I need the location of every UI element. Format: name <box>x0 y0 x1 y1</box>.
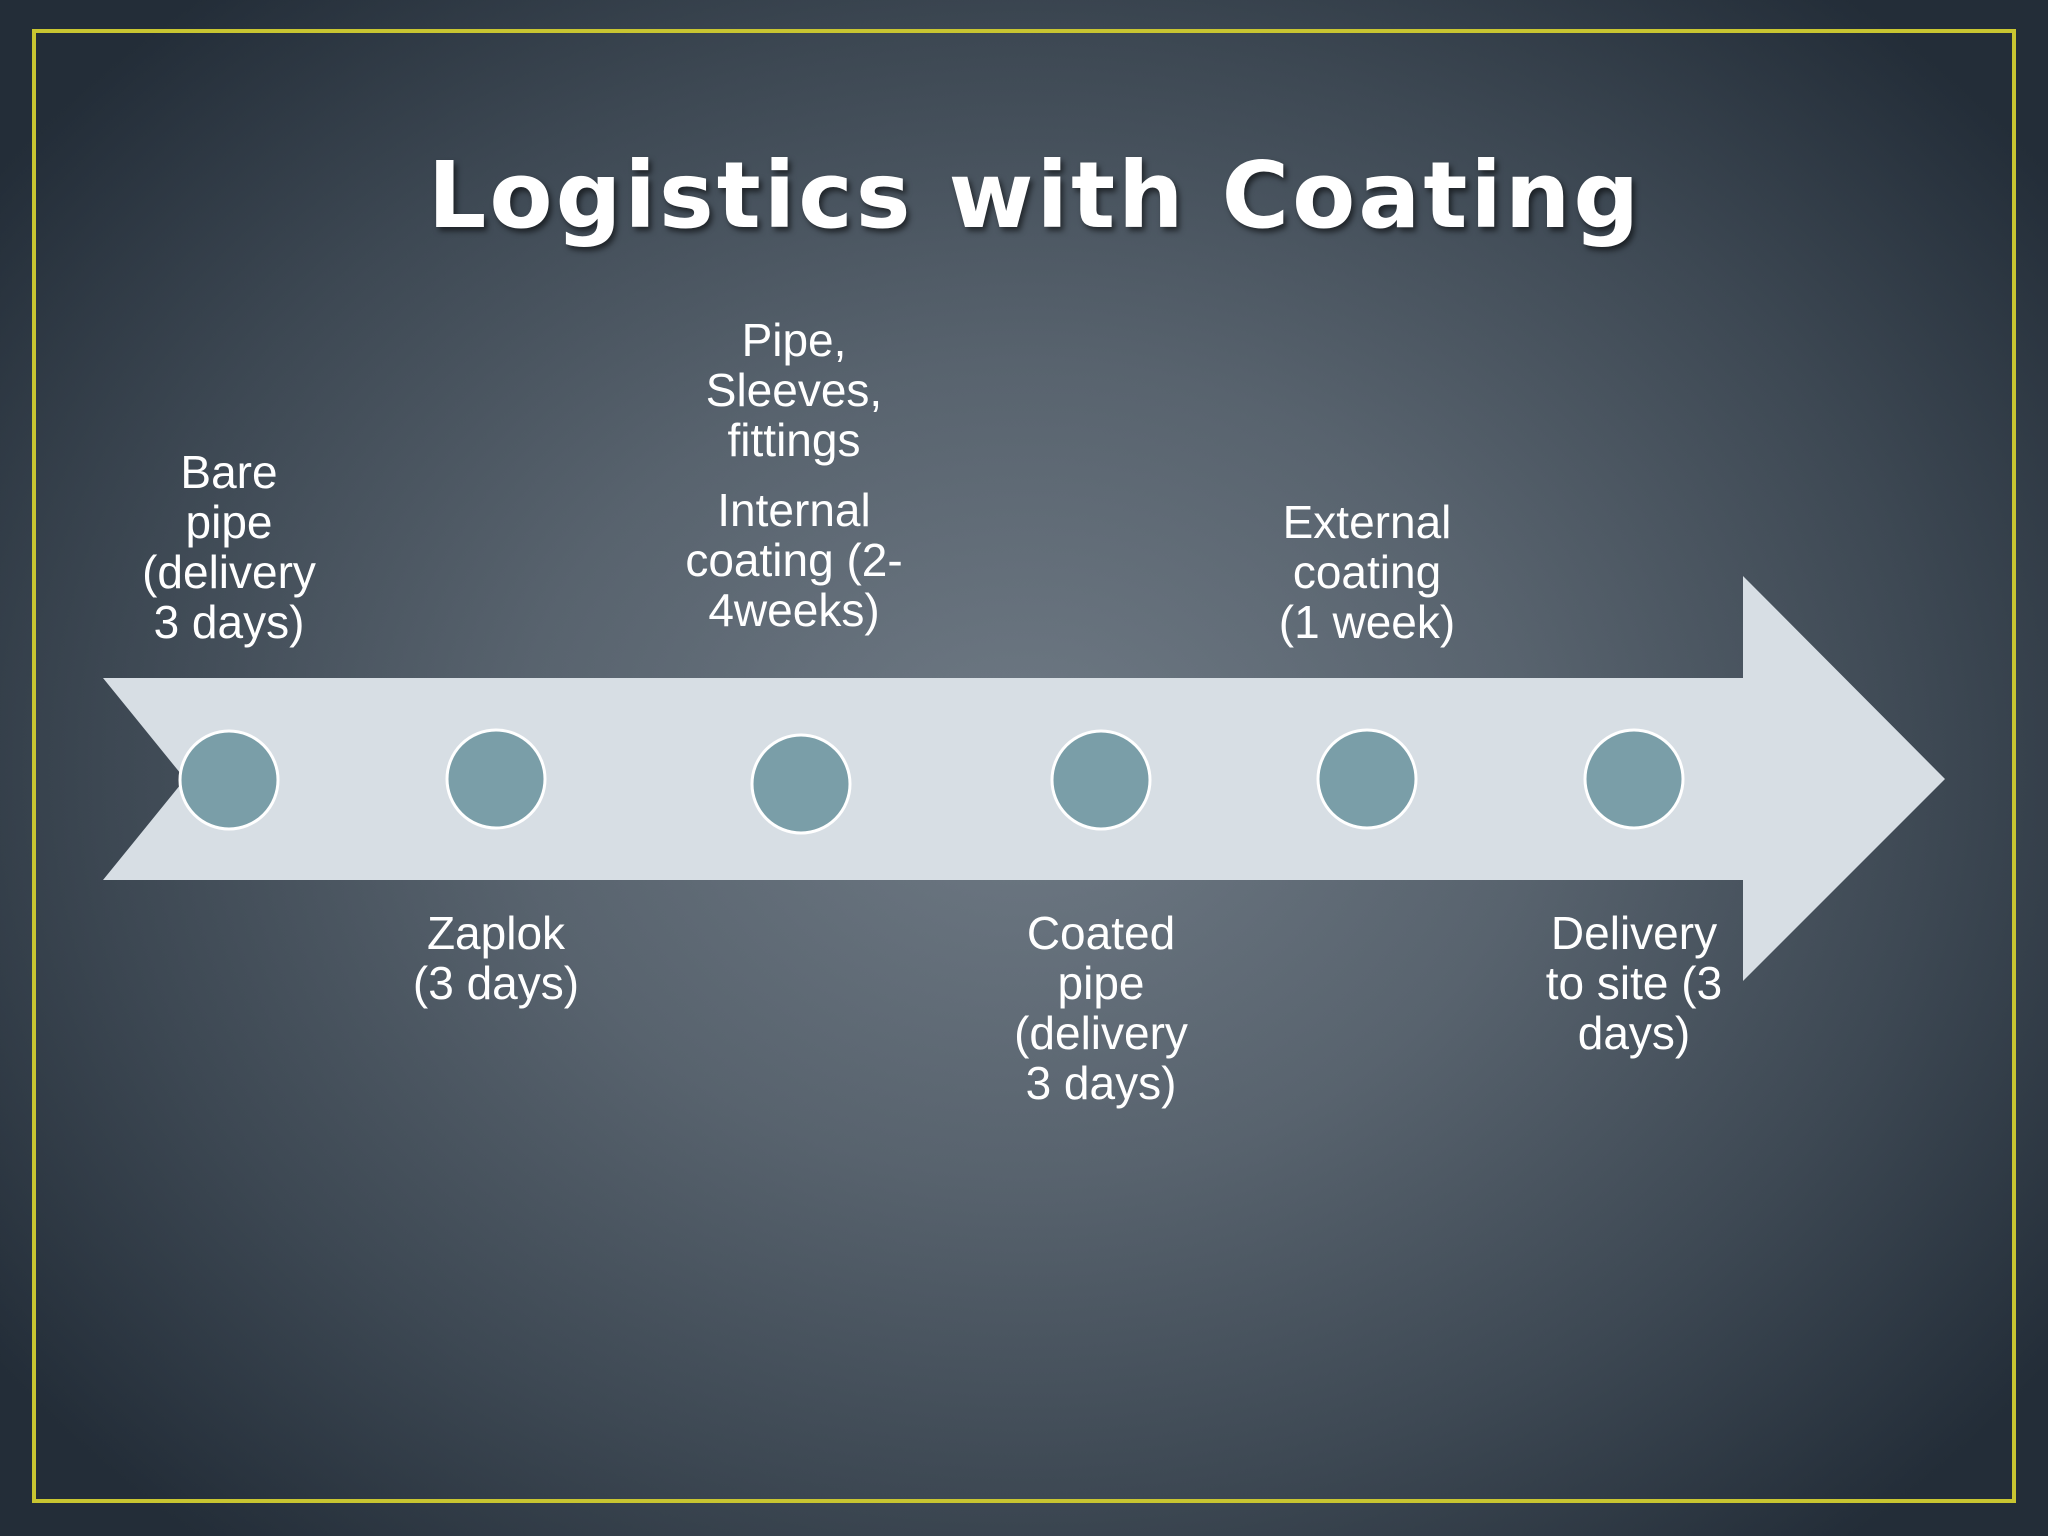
node-label-bare-pipe: Bare pipe (delivery 3 days) <box>142 446 316 648</box>
timeline-node-bare-pipe <box>178 729 280 831</box>
timeline-node-internal-coating <box>750 733 852 835</box>
node-label-external-coating: External coating (1 week) <box>1278 496 1456 648</box>
timeline-arrow <box>103 576 1945 981</box>
node-label-zaplok: Zaplok (3 days) <box>412 907 580 1009</box>
slide-title: Logistics with Coating <box>427 142 1643 249</box>
slide-frame <box>32 29 2016 1503</box>
node-label-internal-coating: Internal coating (2- 4weeks) <box>685 484 903 636</box>
timeline-node-coated-pipe <box>1050 729 1152 831</box>
timeline-node-zaplok <box>445 728 547 830</box>
timeline-nodes <box>178 728 1685 835</box>
node-label-delivery: Delivery to site (3 days) <box>1545 907 1723 1059</box>
timeline-node-external-coating <box>1316 728 1418 830</box>
node-label-pipe-sleeves-fittings: Pipe, Sleeves, fittings <box>705 314 883 466</box>
timeline-node-delivery <box>1583 728 1685 830</box>
node-label-coated-pipe: Coated pipe (delivery 3 days) <box>1014 907 1188 1109</box>
